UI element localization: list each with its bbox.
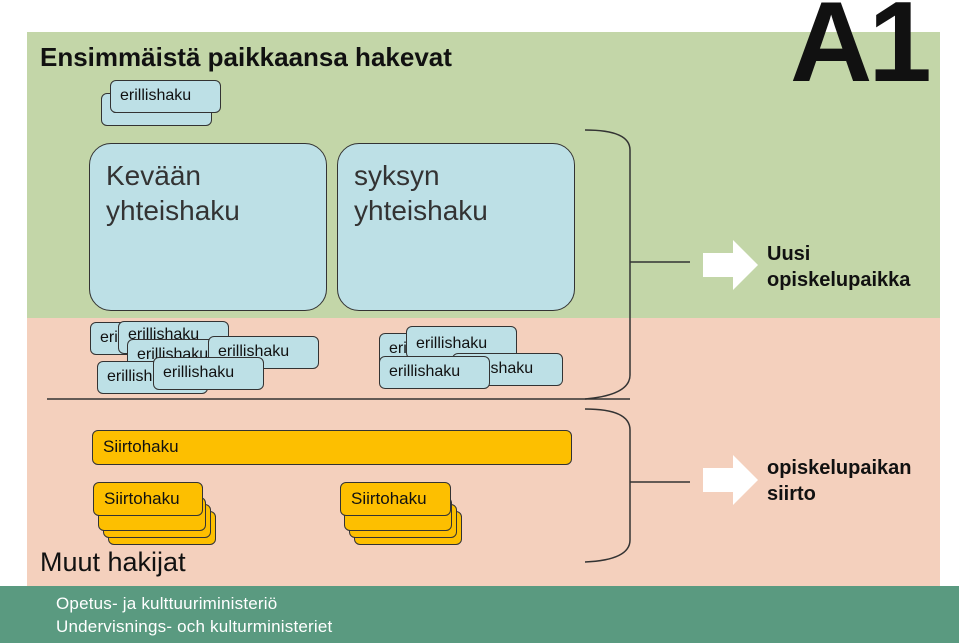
spring-joint-application-box: Kevään yhteishaku (89, 143, 327, 311)
arrow-right-icon (703, 240, 758, 290)
separate-application-box: erillishaku (110, 80, 221, 113)
separate-application-box: erillishaku (153, 357, 264, 390)
study-place-transfer-label: opiskelupaikan siirto (767, 457, 912, 505)
arrow-right-icon (703, 455, 758, 505)
transfer-application-bar: Siirtohaku (92, 430, 572, 465)
other-applicants-title: Muut hakijat (40, 547, 186, 577)
a1-badge: A1 (790, 0, 932, 106)
top-group-title: Ensimmäistä paikkaansa hakevat (40, 42, 452, 72)
ministry-name-swedish: Undervisnings- och kulturministeriet (56, 617, 333, 636)
ministry-footer: Opetus- ja kulttuuriministeriö Undervisn… (0, 586, 959, 643)
new-study-place-label: Uusi opiskelupaikka (767, 243, 911, 291)
transfer-application-box: Siirtohaku (340, 482, 451, 516)
separate-application-box: erillishaku (379, 356, 490, 389)
autumn-joint-application-box: syksyn yhteishaku (337, 143, 575, 311)
transfer-application-box: Siirtohaku (93, 482, 203, 516)
ministry-name-finnish: Opetus- ja kulttuuriministeriö (56, 594, 278, 613)
